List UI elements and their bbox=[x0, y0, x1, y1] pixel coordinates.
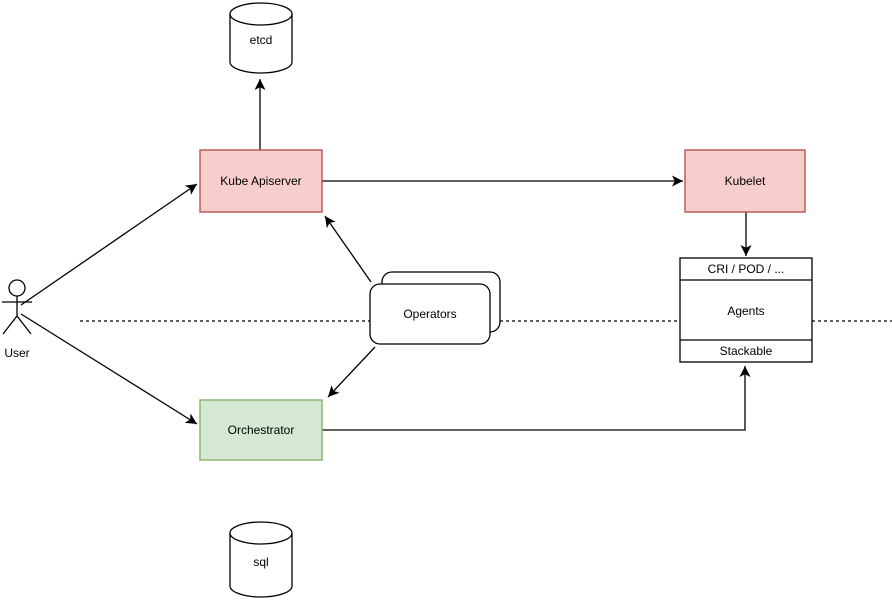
agent-stack-row-cri-pod: CRI / POD / ... bbox=[708, 262, 785, 276]
edge-orchestrator-to-agentstack[interactable] bbox=[322, 366, 751, 431]
node-orchestrator-label: Orchestrator bbox=[228, 423, 295, 437]
node-kubelet[interactable]: Kubelet bbox=[684, 149, 806, 213]
node-kubelet-label: Kubelet bbox=[725, 174, 766, 188]
node-user[interactable]: User bbox=[2, 279, 32, 360]
node-sql[interactable]: sql bbox=[229, 521, 293, 598]
node-etcd-label: etcd bbox=[250, 33, 273, 47]
agent-stack-row-stackable: Stackable bbox=[720, 344, 773, 358]
agent-stack-row-agents: Agents bbox=[727, 304, 764, 318]
edge-operators-to-orchestrator[interactable] bbox=[327, 346, 376, 398]
node-operators[interactable]: Operators bbox=[369, 271, 501, 345]
node-agent-stack[interactable]: CRI / POD / ... Agents Stackable bbox=[679, 257, 813, 363]
edge-user-to-orchestrator[interactable] bbox=[20, 313, 198, 425]
edge-user-to-kubeapiserver[interactable] bbox=[20, 183, 198, 306]
node-kube-apiserver[interactable]: Kube Apiserver bbox=[199, 149, 323, 213]
node-sql-label: sql bbox=[253, 555, 268, 569]
node-operators-label: Operators bbox=[403, 307, 456, 321]
node-etcd[interactable]: etcd bbox=[229, 2, 293, 74]
node-kube-apiserver-label: Kube Apiserver bbox=[220, 174, 301, 188]
node-user-label: User bbox=[4, 346, 29, 360]
node-orchestrator[interactable]: Orchestrator bbox=[199, 399, 323, 461]
user-actor-head bbox=[8, 279, 26, 297]
edge-operators-to-kubeapiserver[interactable] bbox=[324, 215, 372, 283]
user-actor-legs bbox=[2, 315, 32, 335]
